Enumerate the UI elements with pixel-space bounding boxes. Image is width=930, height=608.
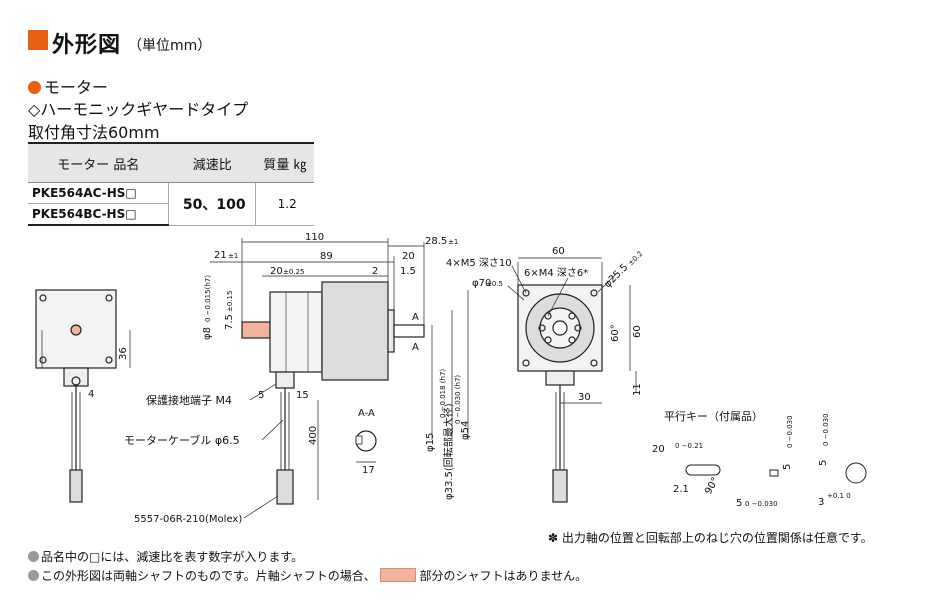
angle-60: 60°	[610, 324, 621, 342]
dim-21-tol: ±1	[228, 252, 238, 260]
spec-table: モーター 品名 減速比 質量 ㎏ PKE564AC-HS□ 50、100 1.2…	[28, 142, 314, 226]
section-a-bottom: A	[412, 342, 419, 353]
bullet-icon	[28, 81, 41, 94]
shaft-swatch	[379, 568, 416, 582]
dim-phi25-5: φ25.5	[602, 262, 630, 290]
dim-17: 17	[362, 465, 375, 476]
title-marker	[28, 30, 48, 50]
front-view	[517, 284, 603, 503]
motor-cable-label: モーターケーブル φ6.5	[124, 433, 240, 447]
col-ratio: 減速比	[168, 142, 256, 183]
dim-60-top: 60	[552, 246, 565, 257]
dim-28-5: 28.5	[425, 236, 447, 247]
dim-phi15: φ15	[425, 433, 436, 452]
connector-label: 5557-06R-210(Molex)	[134, 514, 242, 525]
dim-1-5: 1.5	[400, 266, 416, 277]
unit-label: （単位mm）	[128, 38, 212, 54]
dim-60-side: 60	[632, 325, 643, 338]
dim-15: 15	[296, 390, 309, 401]
dim-phi15-tol: 0 −0.018 (h7)	[439, 369, 447, 418]
bullet-icon	[28, 570, 39, 581]
dim-20-right: 20	[402, 251, 415, 262]
dim-phi8: φ8	[202, 327, 213, 340]
dim-20-left: 20	[270, 266, 283, 277]
key-90: 90°	[703, 476, 721, 497]
dim-2: 2	[372, 266, 378, 277]
key-5-vert: 5	[782, 464, 793, 470]
dim-11: 11	[632, 383, 643, 396]
dim-4: 4	[88, 389, 94, 400]
dim-phi25-5-tol: ±0.2	[627, 250, 645, 268]
dim-phi70: φ70	[472, 278, 491, 289]
rear-view	[35, 289, 117, 503]
dim-30: 30	[578, 392, 591, 403]
dim-7-5-tol: ±0.15	[226, 291, 234, 312]
dim-400: 400	[308, 426, 319, 445]
col-model: モーター 品名	[28, 142, 169, 183]
side-view	[241, 281, 425, 505]
key-2-1: 2.1	[673, 484, 689, 495]
bullet-icon	[28, 551, 39, 562]
footnote-2b-text: 部分のシャフトはありません。	[419, 569, 588, 583]
shaft-5-vert: 5	[818, 460, 829, 466]
ratio-value: 50、100	[168, 182, 256, 226]
dim-phi70-tol: ±0.5	[486, 280, 503, 288]
shaft-3: 3	[818, 497, 824, 508]
key-5-horiz: 5	[736, 498, 742, 509]
dim-phi33-5: φ33.5(回転部最大径)	[442, 403, 455, 500]
m4-callout: 6×M4 深さ6*	[524, 267, 588, 279]
col-mass: 質量 ㎏	[255, 142, 314, 183]
category-label: モーター	[44, 78, 109, 97]
position-note: ✽ 出力軸の位置と回転部上のねじ穴の位置関係は任意です。	[548, 531, 873, 545]
key-20: 20	[652, 444, 665, 455]
dim-36: 36	[118, 347, 129, 360]
dim-20-tol: ±0.25	[283, 268, 304, 276]
ground-terminal-label: 保護接地端子 M4	[146, 393, 232, 407]
model-bc: PKE564BC-HS□	[28, 203, 169, 226]
dim-phi8-tol: 0 −0.015(h7)	[204, 275, 212, 322]
dim-phi54-tol: 0 −0.030 (h7)	[454, 375, 462, 424]
model-ac: PKE564AC-HS□	[28, 182, 169, 204]
footnote-2a-text: この外形図は両軸シャフトのものです。片軸シャフトの場合、	[41, 569, 376, 583]
mass-value: 1.2	[255, 182, 314, 226]
section-a-top: A	[412, 312, 419, 323]
dim-7-5: 7.5	[224, 314, 235, 330]
key-5-vert-tol: 0 −0.030	[786, 415, 794, 448]
shaft-3-tol: +0.1 0	[827, 492, 851, 500]
dim-28-5-tol: ±1	[448, 238, 458, 246]
footnote-1: 品名中の□には、減速比を表す数字が入ります。	[28, 548, 303, 565]
section-aa-label: A-A	[358, 408, 375, 419]
dim-21: 21	[214, 250, 227, 261]
key-20-tol: 0 −0.21	[675, 442, 703, 450]
m5-callout: 4×M5 深さ10	[446, 257, 512, 269]
key-5-horiz-tol: 0 −0.030	[745, 500, 778, 508]
size-label: 取付角寸法60mm	[28, 123, 160, 142]
footnote-1-text: 品名中の□には、減速比を表す数字が入ります。	[41, 550, 304, 564]
page-title: 外形図	[52, 33, 122, 58]
key-title: 平行キー（付属品）	[664, 410, 763, 423]
dim-phi54: φ54	[460, 421, 471, 440]
dim-110: 110	[305, 232, 324, 243]
dim-89: 89	[320, 251, 333, 262]
dim-5: 5	[258, 390, 264, 401]
category-line: モーター	[28, 74, 108, 98]
type-label: ◇ハーモニックギヤードタイプ	[28, 100, 249, 119]
footnote-2: この外形図は両軸シャフトのものです。片軸シャフトの場合、 部分のシャフトはありま…	[28, 567, 587, 584]
shaft-5-vert-tol: 0 −0.030	[822, 413, 830, 446]
